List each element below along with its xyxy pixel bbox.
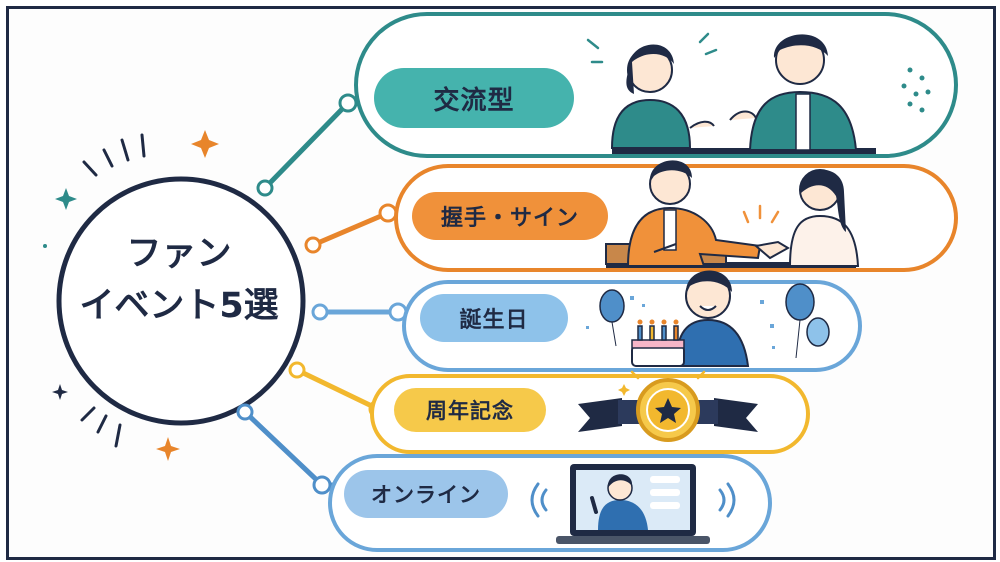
event-label-online: オンライン (344, 470, 508, 518)
event-label-anniversary: 周年記念 (394, 388, 546, 432)
event-label-handshake: 握手・サイン (412, 192, 608, 240)
sparkle-icon (52, 384, 68, 400)
event-label-birthday: 誕生日 (420, 294, 568, 342)
online-illustration (530, 464, 736, 544)
sparkle-icon (156, 437, 180, 461)
connector-online (236, 403, 350, 495)
event-label-exchange: 交流型 (374, 68, 574, 128)
conversation-illustration (586, 32, 931, 154)
burst-lines-top (82, 133, 146, 177)
hub-title: ファン イベント5選 (64, 228, 294, 332)
sparkle-icon (191, 130, 219, 158)
dot-decoration (43, 244, 47, 248)
hub-title-line1: ファン (126, 234, 232, 274)
sparkle-icon (55, 188, 77, 210)
burst-lines-bottom (80, 406, 122, 448)
hub-title-line2: イベント5選 (79, 286, 279, 326)
hub-circle (56, 176, 306, 426)
handshake-illustration (605, 160, 860, 268)
birthday-illustration (586, 270, 830, 367)
anniversary-illustration (578, 370, 758, 442)
